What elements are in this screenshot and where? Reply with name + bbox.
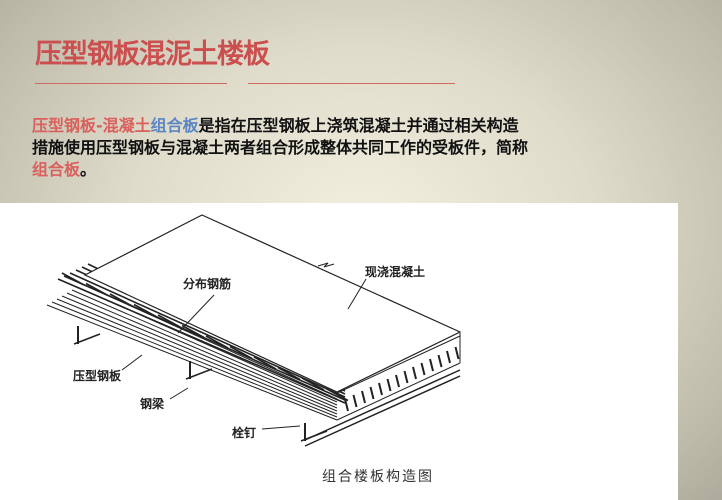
rebar-transverse	[133, 303, 157, 318]
steel-beam-flange	[185, 368, 213, 380]
rebar-longitudinal	[69, 272, 346, 398]
definition-text-1: 是指在压型钢板上浇筑混凝土并通过相关构造	[198, 116, 519, 135]
term-composite-blue: 组合板	[150, 116, 199, 135]
deck-rib-end	[437, 354, 443, 368]
rebar-transverse	[157, 314, 181, 328]
rebar-transverse	[109, 293, 133, 307]
term-composite-red: 压型钢板-混凝土	[32, 116, 151, 135]
deck-rib-end	[344, 398, 349, 412]
definition-paragraph: 压型钢板-混凝土组合板是指在压型钢板上浇筑混凝土并通过相关构造 措施使用压型钢板…	[32, 115, 632, 181]
steel-deck-rib	[71, 289, 338, 406]
rebar-transverse	[85, 282, 109, 297]
title-divider-right	[248, 83, 455, 84]
deck-rib-end	[395, 374, 400, 388]
break-mark	[317, 262, 335, 268]
steel-beam-flange	[73, 333, 101, 345]
label-steel-deck: 压型钢板	[73, 369, 122, 383]
composite-floor-diagram: 分布钢筋 现浇混凝土 压型钢板 钢梁 栓钉 组合楼板构造图	[0, 203, 678, 500]
deck-edge	[336, 335, 461, 394]
deck-rib-end	[454, 346, 460, 360]
steel-deck-rib	[61, 295, 338, 412]
steel-deck-rib	[66, 292, 338, 409]
deck-rib-end	[403, 370, 409, 384]
rebar-transverse	[229, 345, 253, 360]
deck-edge	[336, 362, 461, 421]
figure-caption: 组合楼板构造图	[322, 469, 434, 485]
rebar-transverse	[61, 272, 85, 286]
deck-rib-end	[429, 358, 434, 372]
deck-rib-end	[412, 366, 417, 380]
deck-rib-end	[420, 362, 426, 376]
steel-deck-rib	[46, 304, 338, 421]
deck-rib-end	[386, 378, 392, 392]
steel-deck-rib	[56, 298, 338, 415]
rebar-transverse	[301, 377, 325, 391]
deck-rib-end	[369, 386, 375, 400]
rebar-transverse	[205, 335, 229, 349]
deck-rib-end	[352, 394, 358, 408]
label-cast-concrete: 现浇混凝土	[365, 265, 426, 279]
deck-rib-end	[378, 382, 383, 396]
deck-rib-end	[361, 390, 366, 404]
steel-beam-flange	[304, 375, 461, 447]
definition-end: 。	[80, 160, 97, 179]
title-divider-left	[35, 83, 227, 84]
slide-title: 压型钢板混泥土楼板	[35, 39, 270, 70]
definition-text-2: 措施使用压型钢板与混凝土两者组合形成整体共同工作的受板件，简称	[32, 138, 529, 157]
deck-rib-end	[446, 350, 451, 364]
concrete-slab	[83, 214, 462, 393]
label-distribution-rebar: 分布钢筋	[183, 277, 232, 291]
steel-deck-rib	[51, 301, 338, 418]
rebar-transverse	[253, 356, 277, 370]
rebar-transverse	[181, 324, 205, 339]
label-shear-stud: 栓钉	[232, 426, 257, 440]
rebar-longitudinal	[57, 278, 346, 404]
short-name: 组合板	[32, 160, 81, 179]
label-steel-beam: 钢梁	[140, 397, 165, 411]
steel-beam-flange	[300, 430, 328, 442]
leader-lines	[121, 278, 367, 430]
steel-beam-flange	[304, 369, 461, 441]
rebar-transverse	[325, 387, 349, 402]
floor-construction-drawing	[46, 214, 462, 447]
rebar-transverse	[277, 366, 301, 381]
